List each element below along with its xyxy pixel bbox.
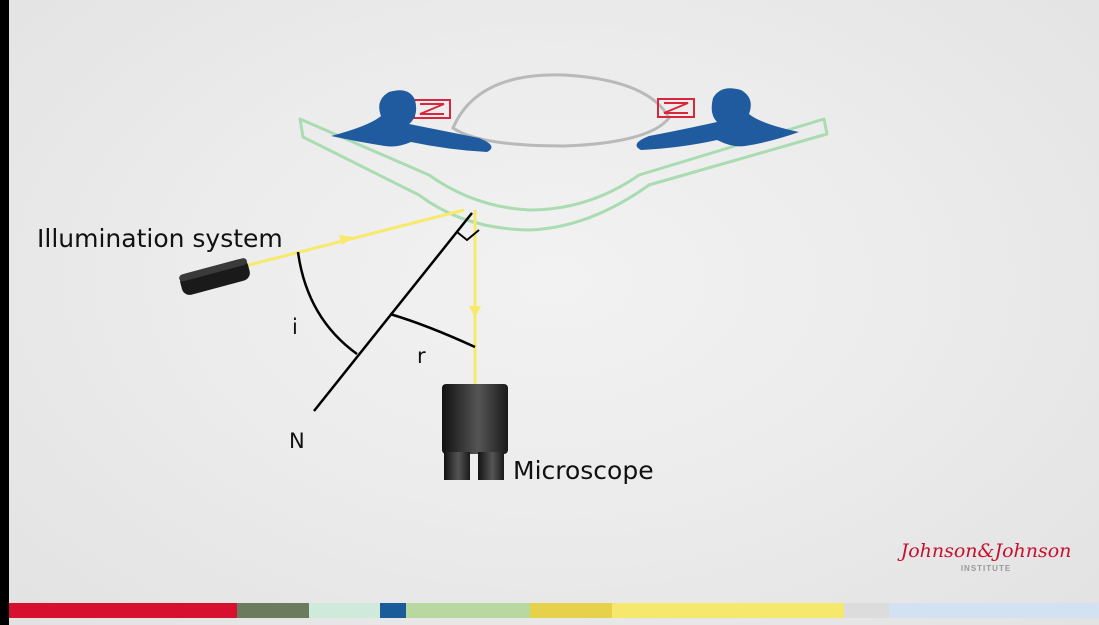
color-bar-segment [237,603,309,618]
specular-reflection-diagram: Illumination system Microscope N i r [37,73,829,485]
microscope-label: Microscope [513,456,654,485]
reflected-ray-arrow [469,306,481,318]
brand-logo: Johnson&Johnson INSTITUTE [871,540,1099,573]
cornea-outline [298,117,829,232]
right-zonule [657,98,695,118]
brand-color-bar [9,603,1099,618]
color-bar-segment [406,603,530,618]
color-bar-segment [530,603,612,618]
reflection-angle-label: r [417,344,426,368]
microscope [442,384,508,480]
incidence-angle-label: i [292,315,298,339]
incident-ray-arrow [339,235,353,245]
color-bar-segment [380,603,406,618]
color-bar-segment [889,603,1099,618]
left-zonule [413,99,451,119]
video-frame: Illumination system Microscope N i r Joh… [9,0,1099,625]
color-bar-segment [844,603,889,618]
right-iris [636,88,799,150]
reflection-angle-arc [389,312,476,349]
normal-line [313,212,473,412]
brand-subtitle: INSTITUTE [960,564,1012,573]
incident-ray [244,208,465,268]
color-bar-segment [9,603,237,618]
illumination-source [179,258,250,295]
incidence-angle-arc [296,251,358,356]
color-bar-segment [309,603,380,618]
right-angle-marker [456,229,480,242]
left-iris [331,90,492,152]
normal-label: N [289,429,305,453]
illumination-label: Illumination system [37,224,283,253]
crystalline-lens [451,73,671,148]
color-bar-segment [612,603,844,618]
brand-name: Johnson&Johnson [900,540,1072,562]
